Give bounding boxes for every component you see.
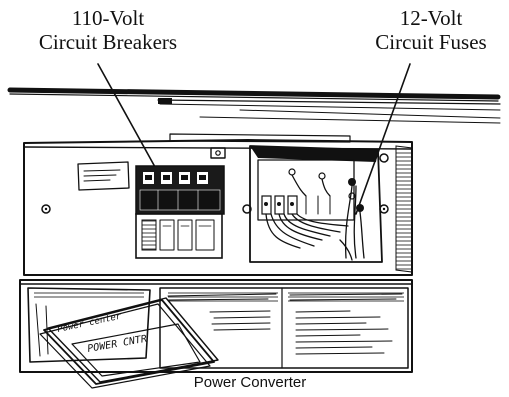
fuse-compartment xyxy=(250,146,382,262)
manual-title: POWER CNTR xyxy=(87,334,148,355)
breakers-leader-line xyxy=(98,64,160,176)
circuit-breakers xyxy=(136,166,224,258)
lower-panel: Power center POWER CNTR xyxy=(20,280,412,388)
wiring xyxy=(266,175,364,260)
manual-title-small: Power center xyxy=(57,312,123,335)
diagram-caption: Power Converter xyxy=(150,374,350,391)
countertop xyxy=(10,90,500,123)
fuse-row xyxy=(262,196,330,214)
